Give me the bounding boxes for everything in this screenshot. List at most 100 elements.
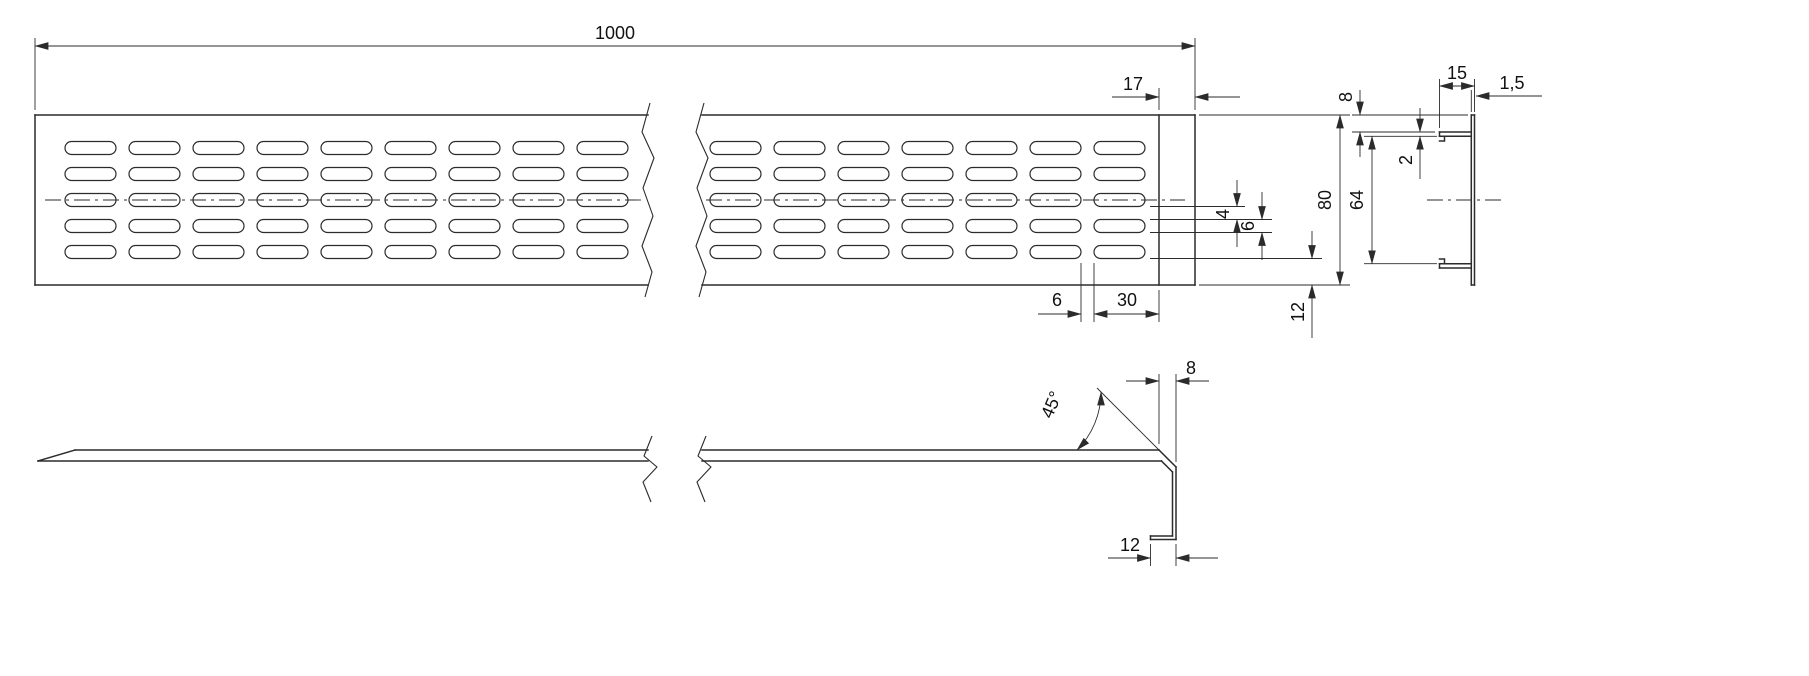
- vent-slot: [1029, 166, 1082, 182]
- vent-slot: [384, 166, 437, 182]
- vent-slot: [901, 166, 954, 182]
- vent-slot: [128, 140, 181, 156]
- vent-slot: [576, 140, 629, 156]
- vent-slot: [1093, 218, 1146, 234]
- dim-row-gap: [1150, 180, 1272, 247]
- vent-slot: [384, 244, 437, 260]
- vent-slot: [192, 244, 245, 260]
- dim-row-gap-text: 4: [1213, 209, 1233, 219]
- vent-slot: [128, 218, 181, 234]
- vent-slot: [64, 218, 117, 234]
- dim-material-thickness-text: 1,5: [1499, 73, 1524, 93]
- vent-slot: [256, 166, 309, 182]
- dim-flange-offset: [1352, 90, 1468, 157]
- side-view-outline: [37, 448, 1178, 541]
- vent-slot: [1093, 140, 1146, 156]
- vent-slot: [773, 244, 826, 260]
- top-view-outline: [34, 114, 1196, 286]
- vent-slot: [901, 244, 954, 260]
- dim-end-margin-text: 17: [1123, 74, 1143, 94]
- vent-slot: [128, 166, 181, 182]
- vent-slot: [1029, 140, 1082, 156]
- vent-slot: [448, 166, 501, 182]
- vent-slot: [64, 140, 117, 156]
- dim-slot-height-text: 6: [1238, 221, 1258, 231]
- vent-slot: [1093, 244, 1146, 260]
- dim-bend-offset: [1126, 374, 1209, 462]
- dim-end-margin: [1112, 88, 1240, 110]
- vent-slot: [128, 192, 181, 208]
- dim-bend-angle: [1076, 387, 1160, 451]
- dim-overall-height-text: 80: [1315, 190, 1335, 210]
- vent-slot: [448, 218, 501, 234]
- vent-slot: [576, 244, 629, 260]
- vent-slot: [965, 140, 1018, 156]
- vent-slot: [320, 140, 373, 156]
- vent-slot: [709, 244, 762, 260]
- vent-slot: [837, 218, 890, 234]
- vent-slot: [192, 140, 245, 156]
- vent-slot: [320, 218, 373, 234]
- vent-slot: [709, 218, 762, 234]
- dim-material-thickness: [1470, 90, 1542, 112]
- dim-end-return-text: 12: [1120, 535, 1140, 555]
- vent-slot: [128, 244, 181, 260]
- dim-slot-height: [1150, 192, 1272, 260]
- dim-flange-length-text: 15: [1447, 63, 1467, 83]
- vent-slot: [256, 218, 309, 234]
- dim-bend-offset-text: 8: [1186, 358, 1196, 378]
- dim-end-return: [1108, 544, 1218, 566]
- dim-flange-offset-text: 8: [1336, 92, 1356, 102]
- vent-slot: [256, 140, 309, 156]
- vent-slot: [709, 166, 762, 182]
- vent-slot: [709, 140, 762, 156]
- vent-slot: [512, 140, 565, 156]
- vent-slot: [837, 140, 890, 156]
- dim-slot-gap-text: 6: [1052, 290, 1062, 310]
- dim-slot-gap-pitch: [1038, 263, 1160, 322]
- vent-slot: [384, 140, 437, 156]
- vent-slot: [448, 140, 501, 156]
- vent-slot: [965, 244, 1018, 260]
- vent-slot: [384, 218, 437, 234]
- vent-slot: [192, 166, 245, 182]
- vent-slot: [837, 244, 890, 260]
- vent-slot: [192, 218, 245, 234]
- dim-bottom-margin-text: 12: [1288, 302, 1308, 322]
- vent-slot: [837, 166, 890, 182]
- vent-slot: [64, 166, 117, 182]
- vent-slot: [901, 140, 954, 156]
- dim-total-length: [34, 38, 1196, 110]
- vent-slot: [64, 244, 117, 260]
- vent-slot: [901, 218, 954, 234]
- side-view-break-lines: [642, 435, 712, 503]
- vent-slot: [773, 140, 826, 156]
- dim-inner-height: [1364, 135, 1437, 265]
- vent-slot-pattern: [64, 140, 1146, 260]
- vent-slot: [1029, 244, 1082, 260]
- vent-slot: [320, 244, 373, 260]
- dim-slot-pitch-text: 30: [1117, 290, 1137, 310]
- vent-slot: [448, 192, 501, 208]
- vent-slot: [320, 166, 373, 182]
- dim-flange-thickness-text: 2: [1396, 155, 1416, 165]
- vent-slot: [256, 244, 309, 260]
- dim-bend-angle-text: 45°: [1037, 388, 1066, 421]
- vent-slot: [773, 218, 826, 234]
- vent-slot: [1029, 218, 1082, 234]
- dim-inner-height-text: 64: [1347, 190, 1367, 210]
- vent-slot: [512, 166, 565, 182]
- top-view-break-lines: [641, 102, 709, 298]
- vent-slot: [965, 166, 1018, 182]
- vent-slot: [576, 166, 629, 182]
- dim-overall-height: [1199, 114, 1350, 286]
- vent-slot: [576, 218, 629, 234]
- vent-slot: [512, 218, 565, 234]
- vent-slot: [773, 166, 826, 182]
- dim-total-length-text: 1000: [595, 23, 635, 43]
- vent-slot: [448, 244, 501, 260]
- dim-flange-length: [1438, 79, 1476, 128]
- vent-slot: [1093, 166, 1146, 182]
